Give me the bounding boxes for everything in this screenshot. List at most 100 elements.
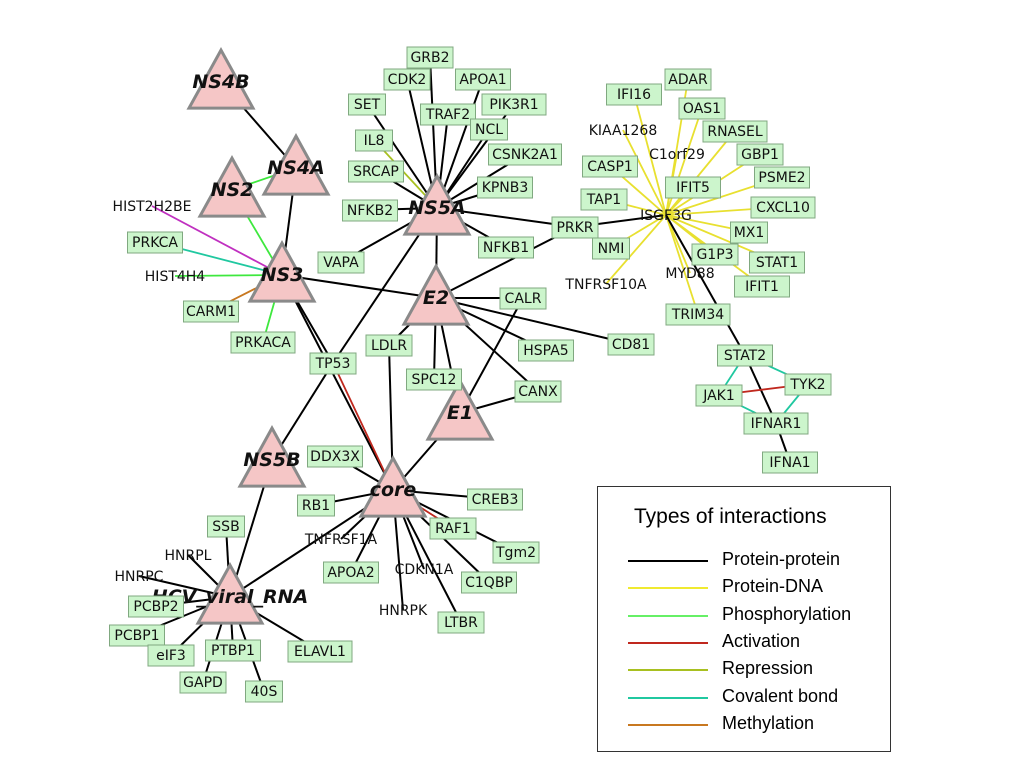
protein-node-tp53[interactable]: TP53 (309, 352, 357, 375)
protein-node-40s[interactable]: 40S (245, 680, 283, 703)
protein-node-label: IFIT5 (676, 180, 710, 196)
protein-node-box (606, 83, 662, 106)
protein-node-label: CXCL10 (756, 200, 810, 216)
protein-node-rnasel[interactable]: RNASEL (702, 120, 768, 143)
protein-node-ifna1[interactable]: IFNA1 (762, 451, 818, 474)
protein-node-spc12[interactable]: SPC12 (406, 368, 462, 391)
protein-node-prkaca[interactable]: PRKACA (230, 331, 296, 354)
protein-node-grb2[interactable]: GRB2 (406, 46, 454, 69)
protein-node-label: SSB (212, 519, 239, 535)
protein-node-set[interactable]: SET (348, 93, 386, 116)
protein-node-jak1[interactable]: JAK1 (695, 384, 743, 407)
protein-node-traf2[interactable]: TRAF2 (420, 103, 476, 126)
protein-node-eif3[interactable]: eIF3 (147, 644, 195, 667)
protein-node-oas1[interactable]: OAS1 (678, 97, 726, 120)
protein-node-cd81[interactable]: CD81 (607, 333, 655, 356)
protein-node-hnrpk[interactable]: HNRPK (379, 603, 428, 619)
protein-node-carm1[interactable]: CARM1 (183, 300, 239, 323)
protein-node-ifit5[interactable]: IFIT5 (665, 176, 721, 199)
protein-node-box (477, 176, 533, 199)
protein-node-stat2[interactable]: STAT2 (717, 344, 773, 367)
protein-node-label: APOA1 (459, 72, 506, 88)
virus-node-hcv[interactable]: HCV_viral_RNA (152, 561, 308, 625)
protein-node-hnrpl[interactable]: HNRPL (165, 548, 212, 564)
protein-node-label: HNRPL (165, 548, 212, 564)
protein-node-g1p3[interactable]: G1P3 (691, 243, 739, 266)
protein-node-apoa1[interactable]: APOA1 (455, 68, 511, 91)
protein-node-cdkn1a[interactable]: CDKN1A (395, 562, 454, 578)
protein-node-ltbr[interactable]: LTBR (437, 611, 485, 634)
protein-node-ptbp1[interactable]: PTBP1 (205, 639, 261, 662)
virus-node-ns2[interactable]: NS2 (197, 154, 267, 218)
protein-node-tyk2[interactable]: TYK2 (784, 373, 832, 396)
protein-node-casp1[interactable]: CASP1 (582, 155, 638, 178)
protein-node-myd88[interactable]: MYD88 (665, 266, 714, 282)
protein-node-il8[interactable]: IL8 (355, 129, 393, 152)
protein-node-tgm2[interactable]: Tgm2 (492, 541, 540, 564)
protein-node-vapa[interactable]: VAPA (317, 251, 365, 274)
protein-node-ncl[interactable]: NCL (470, 118, 508, 141)
protein-node-label: SRCAP (353, 164, 399, 180)
protein-node-creb3[interactable]: CREB3 (467, 488, 523, 511)
protein-node-srcap[interactable]: SRCAP (348, 160, 404, 183)
protein-node-ifnar1[interactable]: IFNAR1 (743, 412, 809, 435)
legend-item-protein-protein: Protein-protein (628, 549, 878, 573)
protein-node-kpnb3[interactable]: KPNB3 (477, 176, 533, 199)
protein-node-tap1[interactable]: TAP1 (580, 188, 628, 211)
protein-node-prkr[interactable]: PRKR (551, 216, 599, 239)
protein-node-hist2h2be[interactable]: HIST2H2BE (113, 199, 192, 215)
protein-node-ldlr[interactable]: LDLR (365, 334, 413, 357)
virus-node-ns5a[interactable]: NS5A (402, 172, 472, 236)
protein-node-raf1[interactable]: RAF1 (429, 517, 477, 540)
virus-node-ns4b[interactable]: NS4B (186, 46, 256, 110)
protein-node-nfkb1[interactable]: NFKB1 (478, 236, 534, 259)
edge-isgf3g-ifi16 (633, 93, 667, 216)
protein-node-rb1[interactable]: RB1 (297, 494, 335, 517)
protein-node-apoa2[interactable]: APOA2 (323, 561, 379, 584)
protein-node-adar[interactable]: ADAR (664, 68, 712, 91)
protein-node-cdk2[interactable]: CDK2 (383, 68, 431, 91)
protein-node-ssb[interactable]: SSB (207, 515, 245, 538)
protein-node-hspa5[interactable]: HSPA5 (518, 339, 574, 362)
protein-node-psme2[interactable]: PSME2 (754, 166, 810, 189)
protein-node-c1orf29[interactable]: C1orf29 (649, 147, 705, 163)
protein-node-nmi[interactable]: NMI (592, 237, 630, 260)
virus-node-ns4a[interactable]: NS4A (261, 132, 331, 196)
virus-node-e2[interactable]: E2 (401, 262, 471, 326)
edge-e1-calr (459, 297, 524, 414)
protein-node-nfkb2[interactable]: NFKB2 (342, 199, 398, 222)
protein-node-ifit1[interactable]: IFIT1 (734, 275, 790, 298)
legend-item-activation: Activation (628, 631, 878, 655)
protein-node-gbp1[interactable]: GBP1 (736, 143, 784, 166)
protein-node-canx[interactable]: CANX (514, 380, 562, 403)
legend-swatch (628, 696, 708, 699)
virus-node-ns5b[interactable]: NS5B (237, 424, 307, 488)
protein-node-pik3r1[interactable]: PIK3R1 (481, 93, 547, 116)
protein-node-tnfrsf1a[interactable]: TNFRSF1A (304, 532, 378, 548)
protein-node-ddx3x[interactable]: DDX3X (307, 445, 363, 468)
protein-node-label: STAT1 (756, 255, 798, 271)
protein-node-calr[interactable]: CALR (499, 287, 547, 310)
protein-node-kiaa1268[interactable]: KIAA1268 (589, 123, 657, 139)
protein-node-tnfrsf10a[interactable]: TNFRSF10A (564, 277, 647, 293)
protein-node-pcbp1[interactable]: PCBP1 (109, 624, 165, 647)
protein-node-cxcl10[interactable]: CXCL10 (750, 196, 816, 219)
protein-node-gapd[interactable]: GAPD (179, 671, 227, 694)
protein-node-trim34[interactable]: TRIM34 (665, 303, 731, 326)
virus-node-e1[interactable]: E1 (425, 377, 495, 441)
protein-node-isgf3g[interactable]: ISGF3G (640, 208, 692, 224)
protein-node-csnk2a1[interactable]: CSNK2A1 (488, 143, 562, 166)
protein-node-c1qbp[interactable]: C1QBP (461, 571, 517, 594)
protein-node-pcbp2[interactable]: PCBP2 (128, 595, 184, 618)
virus-node-ns3[interactable]: NS3 (247, 239, 317, 303)
protein-node-hist4h4[interactable]: HIST4H4 (145, 269, 206, 285)
virus-node-core[interactable]: core (358, 454, 428, 518)
protein-node-prkca[interactable]: PRKCA (127, 231, 183, 254)
legend-swatch (628, 614, 708, 617)
protein-node-label: CANX (518, 384, 558, 400)
protein-node-stat1[interactable]: STAT1 (749, 251, 805, 274)
protein-node-elavl1[interactable]: ELAVL1 (287, 640, 353, 663)
protein-node-mx1[interactable]: MX1 (730, 221, 768, 244)
protein-node-hnrpc[interactable]: HNRPC (115, 569, 164, 585)
protein-node-ifi16[interactable]: IFI16 (606, 83, 662, 106)
